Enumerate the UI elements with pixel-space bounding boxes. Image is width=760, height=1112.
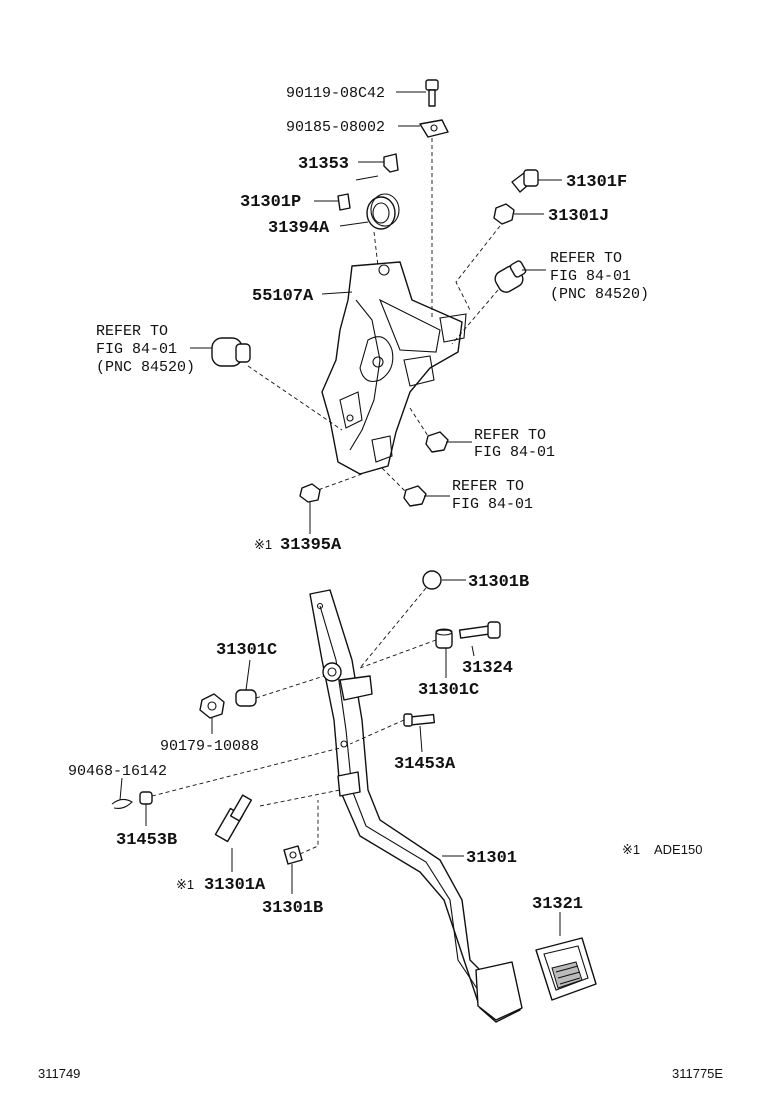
label-55107A: 55107A	[252, 287, 314, 306]
bushing-31301B-bottom-drawing	[283, 845, 303, 865]
ref-nut1-line2: FIG 84-01	[474, 444, 555, 461]
switch-left-drawing	[211, 337, 251, 367]
bolt-90119-08C42-drawing	[425, 79, 439, 107]
label-31324: 31324	[462, 659, 513, 678]
label-31301C-left: 31301C	[216, 641, 277, 660]
label-31301A: 31301A	[204, 876, 266, 895]
label-31394A: 31394A	[268, 219, 330, 238]
label-90119-08C42: 90119-08C42	[286, 85, 385, 102]
label-31301F: 31301F	[566, 173, 627, 192]
ref-nut1-line1: REFER TO	[474, 427, 546, 444]
figure-id-right: 311775E	[672, 1066, 723, 1081]
nut-ref-1-drawing	[425, 431, 449, 453]
pedal-pad-31321-drawing	[535, 937, 597, 1001]
bushing-31301P-drawing	[337, 193, 351, 211]
spring-31394A-drawing	[355, 175, 400, 230]
label-31301C-right: 31301C	[418, 681, 479, 700]
nut-31301J-drawing	[493, 203, 515, 225]
note-mark-31395A: ※1	[254, 537, 272, 552]
label-31453A: 31453A	[394, 755, 456, 774]
bracket-dashed-lines	[247, 138, 501, 493]
figure-id-left: 311749	[38, 1066, 80, 1081]
label-31301B-top: 31301B	[468, 573, 529, 592]
ref-left-line3: (PNC 84520)	[96, 359, 195, 376]
stop-lamp-switch-right-drawing	[494, 260, 527, 293]
ref-right-line1: REFER TO	[550, 250, 622, 267]
pedal-leader-lines	[119, 579, 561, 936]
bracket-55107A-drawing	[321, 261, 467, 475]
pin-31453A-drawing	[403, 713, 436, 727]
clip-90468-16142-drawing	[111, 798, 133, 809]
label-31301P: 31301P	[240, 193, 301, 212]
bushing-31301C-right-drawing	[435, 628, 453, 649]
label-31301B-bottom: 31301B	[262, 899, 323, 918]
label-31321: 31321	[532, 895, 583, 914]
clip-nut-90185-08002-drawing	[419, 119, 449, 138]
ref-nut2-line2: FIG 84-01	[452, 496, 533, 513]
bracket-leader-lines	[190, 91, 562, 534]
label-90185-08002: 90185-08002	[286, 119, 385, 136]
label-90179-10088: 90179-10088	[160, 738, 259, 755]
bushing-31301C-left-drawing	[235, 689, 257, 707]
label-31395A: 31395A	[280, 536, 342, 555]
switch-31301A-drawing	[214, 794, 253, 843]
bracket-31353-drawing	[383, 153, 399, 173]
ref-right-line2: FIG 84-01	[550, 268, 631, 285]
bolt-31301F-drawing	[511, 169, 539, 193]
label-31353: 31353	[298, 155, 349, 174]
label-31301J: 31301J	[548, 207, 609, 226]
label-31301: 31301	[466, 849, 517, 868]
bushing-31301B-top-drawing	[422, 570, 442, 590]
pedal-arm-31301-drawing	[309, 589, 523, 1023]
pedal-dashed-lines	[151, 587, 437, 855]
ref-left-line1: REFER TO	[96, 323, 168, 340]
bolt-31324-drawing	[458, 621, 501, 639]
nut-90179-10088-drawing	[199, 693, 225, 719]
ref-left-line2: FIG 84-01	[96, 341, 177, 358]
legend-mark: ※1	[622, 842, 640, 857]
label-31453B: 31453B	[116, 831, 177, 850]
ref-right-line3: (PNC 84520)	[550, 286, 649, 303]
note-mark-31301A: ※1	[176, 877, 194, 892]
nut-ref-2-drawing	[403, 485, 427, 507]
label-90468-16142: 90468-16142	[68, 763, 167, 780]
ref-nut2-line1: REFER TO	[452, 478, 524, 495]
pin-31453B-drawing	[139, 791, 153, 805]
nut-31395A-drawing	[299, 483, 321, 503]
legend-text: ADE150	[654, 842, 702, 857]
